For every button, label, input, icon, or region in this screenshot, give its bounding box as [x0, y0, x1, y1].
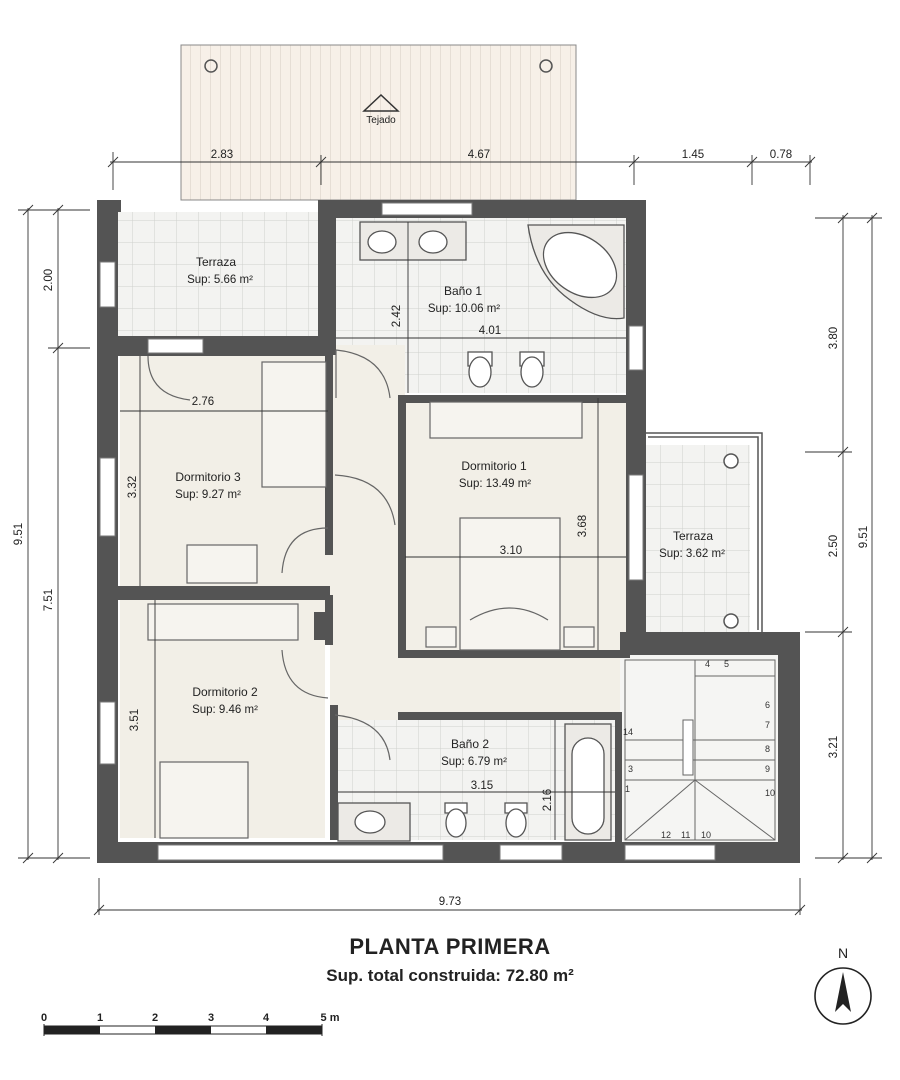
north-label: N	[838, 945, 848, 961]
room-bano1-area: Sup: 10.06 m²	[428, 303, 500, 315]
room-dormitorio1-area: Sup: 13.49 m²	[459, 478, 531, 490]
stair-step-number: 4	[705, 659, 710, 669]
plan-title: PLANTA PRIMERA	[349, 934, 551, 959]
bathtub-icon	[542, 231, 618, 299]
dim-d1-width: 3.10	[500, 545, 522, 557]
room-dormitorio1-name: Dormitorio 1	[461, 459, 527, 473]
wardrobe-d1	[429, 401, 583, 439]
staircase	[624, 659, 776, 841]
room-bano1-name: Baño 1	[444, 284, 482, 298]
interior-dimension-lines	[120, 222, 626, 840]
stair-step-number: 7	[765, 720, 770, 730]
furniture	[147, 361, 595, 839]
dim-right-total: 9.51	[858, 526, 870, 548]
stair-step-numbers: 4 5 6 7 8 9 10 10 11 12 14 3 1	[623, 659, 775, 840]
stair-step-number: 10	[701, 830, 711, 840]
windows	[99, 202, 716, 861]
roof-label: Tejado	[366, 115, 396, 126]
north-arrow-icon	[814, 967, 872, 1025]
scale-tick: 1	[97, 1012, 103, 1024]
sink-icon	[418, 230, 448, 254]
room-terraza-right-area: Sup: 3.62 m²	[659, 548, 725, 560]
room-dormitorio2-area: Sup: 9.46 m²	[192, 704, 258, 716]
toilet-icon	[505, 808, 527, 838]
bottom-dimension-line	[93, 878, 806, 916]
scale-tick: 3	[208, 1012, 214, 1024]
doors	[147, 349, 396, 761]
dim-b2-width: 3.15	[471, 780, 493, 792]
roof-vent-icon	[539, 59, 553, 73]
dim-d2-height: 3.51	[129, 709, 141, 731]
bed-d1	[459, 517, 561, 651]
plan-subtitle: Sup. total construida: 72.80 m²	[326, 966, 574, 985]
top-dimension-line	[107, 152, 816, 190]
stair-step-number: 3	[628, 764, 633, 774]
scale-tick: 5 m	[321, 1012, 340, 1024]
sink-icon	[367, 230, 397, 254]
room-labels: Terraza Sup: 5.66 m² Baño 1 Sup: 10.06 m…	[175, 255, 725, 768]
scale-tick: 0	[41, 1012, 47, 1024]
dim-top-b: 4.67	[468, 149, 490, 161]
dim-left-total: 9.51	[13, 523, 25, 545]
right-dimension-lines	[805, 212, 882, 864]
dim-b1-height: 2.42	[391, 305, 403, 327]
bathtub-icon	[571, 737, 605, 835]
dim-right-c: 3.21	[828, 736, 840, 758]
stair-step-number: 8	[765, 744, 770, 754]
dim-right-b: 2.50	[828, 535, 840, 557]
right-terrace-parapet	[645, 432, 763, 632]
stair-step-number: 12	[661, 830, 671, 840]
room-dormitorio2-name: Dormitorio 2	[192, 685, 258, 699]
room-terraza-top-name: Terraza	[196, 255, 236, 269]
stair-step-number: 11	[681, 830, 690, 840]
stair-step-number: 6	[765, 700, 770, 710]
bathroom2-fixtures	[337, 723, 612, 842]
roof-area: Tejado	[180, 44, 577, 201]
dim-d3-width: 2.76	[192, 396, 214, 408]
dim-left-a: 2.00	[43, 269, 55, 291]
wardrobe-d2	[147, 603, 299, 641]
left-dimension-lines	[18, 204, 90, 864]
stair-step-number: 5	[724, 659, 729, 669]
dim-d3-height: 3.32	[127, 476, 139, 498]
roof-slope-icon	[362, 93, 400, 112]
interior-dimension-labels: 2.76 3.32 2.42 4.01 3.68 3.10 3.51 3.15 …	[127, 305, 589, 811]
bathroom1-fixtures	[359, 221, 625, 388]
stair-step-number: 9	[765, 764, 770, 774]
toilet-icon	[468, 356, 492, 388]
dim-b1-width: 4.01	[479, 325, 501, 337]
wardrobe-d3	[261, 361, 327, 488]
dim-top-d: 0.78	[770, 149, 792, 161]
dim-top-a: 2.83	[211, 149, 233, 161]
roof-vent-icon	[204, 59, 218, 73]
scale-bar	[43, 1024, 323, 1036]
bidet-icon	[520, 356, 544, 388]
dim-b2-height: 2.16	[542, 789, 554, 811]
sink-icon	[354, 810, 386, 834]
room-bano2-name: Baño 2	[451, 737, 489, 751]
stair-step-number: 10	[765, 788, 775, 798]
dim-d1-height: 3.68	[577, 515, 589, 537]
dim-bottom-total: 9.73	[439, 896, 461, 908]
room-terraza-top-area: Sup: 5.66 m²	[187, 274, 253, 286]
room-dormitorio3-area: Sup: 9.27 m²	[175, 489, 241, 501]
dim-left-b: 7.51	[43, 589, 55, 611]
room-dormitorio3-name: Dormitorio 3	[175, 470, 241, 484]
stair-step-number: 14	[623, 727, 633, 737]
bed-d2	[159, 761, 249, 839]
stair-step-number: 1	[625, 784, 630, 794]
room-terraza-right-name: Terraza	[673, 529, 713, 543]
room-bano2-area: Sup: 6.79 m²	[441, 756, 507, 768]
scale-tick: 2	[152, 1012, 158, 1024]
desk-d3	[186, 544, 258, 584]
dim-top-c: 1.45	[682, 149, 704, 161]
dim-right-a: 3.80	[828, 327, 840, 349]
bidet-icon	[445, 808, 467, 838]
scale-tick: 4	[263, 1012, 270, 1024]
